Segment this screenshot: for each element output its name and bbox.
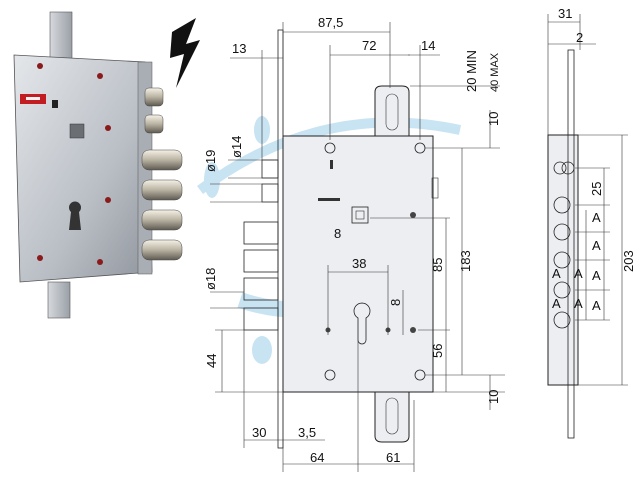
lock-body <box>13 54 153 283</box>
dim-183: 183 <box>458 250 473 272</box>
dim-2: 2 <box>576 30 583 45</box>
lock-top-tab <box>49 11 73 61</box>
square-hub <box>351 206 369 224</box>
strike-tab-top <box>374 85 410 137</box>
dim-dia-19: ø19 <box>203 150 218 172</box>
dim-sq-8: 8 <box>334 226 341 241</box>
dim-A: A <box>574 266 583 281</box>
slot <box>385 93 399 131</box>
screw-hole <box>324 142 336 154</box>
dim-10-top: 10 <box>486 112 501 126</box>
dim-44: 44 <box>204 354 219 368</box>
dim-8-vertical: 8 <box>388 299 403 306</box>
slot <box>385 397 399 435</box>
dim-A: A <box>552 296 561 311</box>
side-faceplate <box>567 49 575 439</box>
lightning-bolt-icon <box>170 18 200 88</box>
square-hub-inner <box>355 210 365 220</box>
latch <box>144 87 164 107</box>
dim-10-bottom: 10 <box>486 390 501 404</box>
dim-dia-18: ø18 <box>203 268 218 290</box>
dim-56: 56 <box>430 344 445 358</box>
lock-small-slot <box>52 100 58 108</box>
dim-13: 13 <box>232 41 246 56</box>
dim-A: A <box>592 210 601 225</box>
lock-screw-icon <box>105 125 111 131</box>
dim-A: A <box>592 268 601 283</box>
lock-screw-icon <box>105 197 111 203</box>
front-view-labels: 87,5 72 14 13 20 MIN 40 MAX 10 ø14 ø19 8… <box>203 15 501 465</box>
dim-14-top: 14 <box>421 38 435 53</box>
side-view-drawing <box>547 14 628 439</box>
strike-tab-bottom <box>374 391 410 443</box>
dim-87-5: 87,5 <box>318 15 343 30</box>
lock-bolts <box>141 87 183 261</box>
slot-mark <box>318 198 340 201</box>
bolt <box>141 239 183 261</box>
bolt <box>141 179 183 201</box>
slot-mark <box>330 160 333 169</box>
dim-38: 38 <box>352 256 366 271</box>
latch <box>144 114 164 134</box>
small-hole <box>410 212 416 218</box>
lock-bottom-tab <box>47 281 71 319</box>
lock-product-photo <box>13 11 183 319</box>
lock-white-slot <box>26 97 40 100</box>
dim-20-min: 20 MIN <box>464 50 479 92</box>
lock-screw-icon <box>37 255 43 261</box>
dim-25: 25 <box>589 182 604 196</box>
dim-31: 31 <box>558 6 572 21</box>
bolt <box>141 209 183 231</box>
lock-screw-icon <box>97 259 103 265</box>
cylinder-keyhole <box>353 302 371 345</box>
side-mark <box>431 177 439 199</box>
front-view-drawing <box>210 22 505 472</box>
dim-40-max: 40 MAX <box>489 52 501 92</box>
dim-61: 61 <box>386 450 400 465</box>
faceplate-strip <box>277 29 284 449</box>
side-view-labels: 31 2 25 A A A A A A A A 203 <box>552 6 636 313</box>
keyhole-icon <box>69 201 81 230</box>
side-body-outline <box>547 134 579 386</box>
dim-dia-14: ø14 <box>229 136 244 158</box>
bolt <box>141 149 183 171</box>
dim-A: A <box>592 238 601 253</box>
dim-64: 64 <box>310 450 324 465</box>
dim-85: 85 <box>430 258 445 272</box>
dim-3-5: 3,5 <box>298 425 316 440</box>
bolt-profiles <box>243 159 279 331</box>
dim-A: A <box>592 298 601 313</box>
small-hole <box>410 327 416 333</box>
lock-screw-icon <box>97 73 103 79</box>
lock-square-hole <box>69 123 85 139</box>
dim-30: 30 <box>252 425 266 440</box>
dim-72: 72 <box>362 38 376 53</box>
dim-A: A <box>574 296 583 311</box>
screw-hole <box>324 369 336 381</box>
dim-A: A <box>552 266 561 281</box>
dim-203: 203 <box>621 250 636 272</box>
lock-screw-icon <box>37 63 43 69</box>
